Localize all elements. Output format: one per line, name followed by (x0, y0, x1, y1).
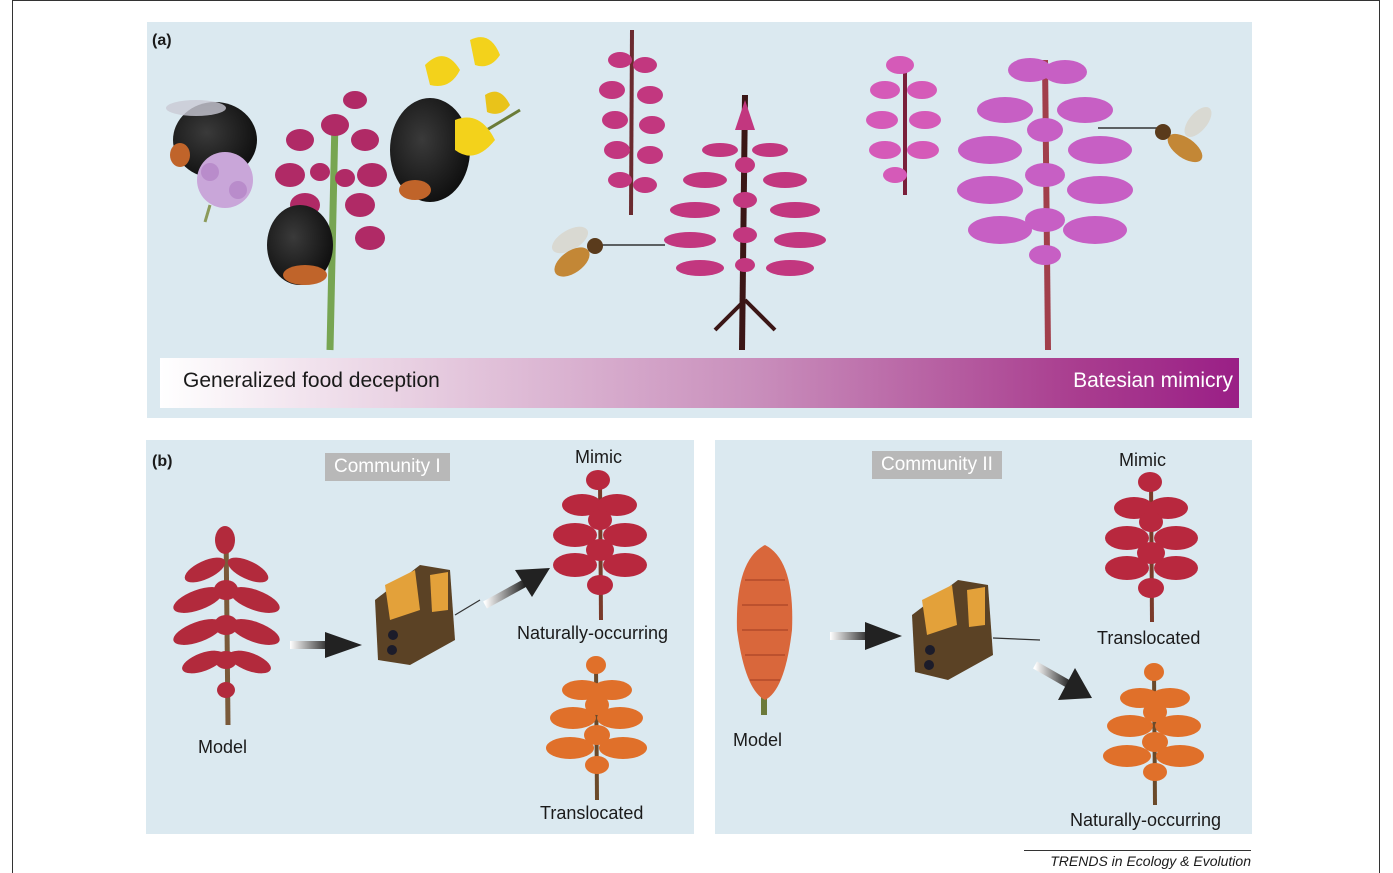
orchid-icon (553, 470, 647, 620)
hoverfly-icon (548, 221, 665, 282)
arrow-icon (485, 568, 550, 605)
model-flower-icon (170, 526, 283, 725)
orchid-icon (1103, 663, 1204, 805)
orchid-icon (957, 58, 1133, 350)
orchid-icon (866, 56, 941, 195)
butterfly-icon (375, 565, 480, 665)
orchid-icon (599, 30, 665, 215)
orchid-icon (1105, 472, 1198, 622)
arrow-icon (1035, 665, 1092, 700)
orchid-icon (664, 95, 826, 350)
arrow-icon (290, 632, 362, 658)
butterfly-icon (912, 580, 1040, 680)
red-hot-poker-icon (737, 545, 792, 715)
orchid-icon (546, 656, 647, 800)
chive-flower-icon (197, 152, 253, 222)
arrow-icon (830, 622, 902, 650)
bumblebee-icon (267, 205, 333, 285)
